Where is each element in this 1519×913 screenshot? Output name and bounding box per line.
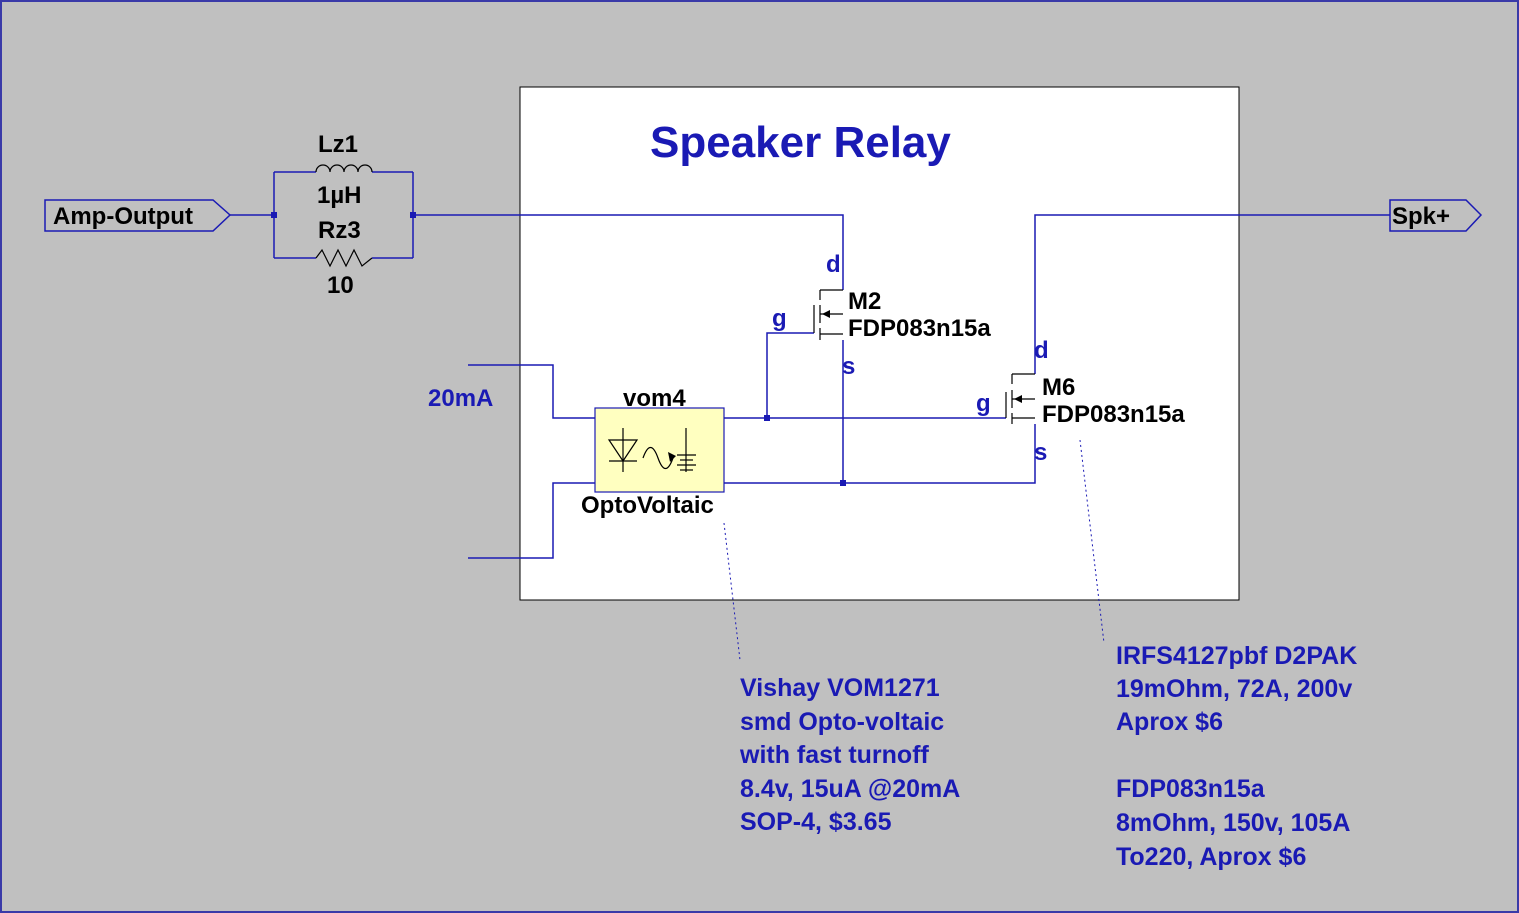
junction-dot (764, 415, 770, 421)
fet-note: IRFS4127pbf D2PAK 19mOhm, 72A, 200v Apro… (1116, 642, 1364, 871)
junction-dot (410, 212, 416, 218)
opto-note-line: smd Opto-voltaic (740, 708, 944, 736)
opto-note: Vishay VOM1271 smd Opto-voltaic with fas… (739, 674, 966, 836)
relay-box (519, 86, 1240, 601)
svg-text:Spk+: Spk+ (1392, 203, 1450, 230)
opto-note-line: 8.4v, 15uA @20mA (740, 775, 960, 803)
mosfet-m2-symbol[interactable] (813, 289, 843, 340)
speaker-output-port[interactable]: Spk+ (1389, 199, 1483, 232)
opto-note-line: with fast turnoff (739, 741, 930, 769)
fet-note-line: FDP083n15a (1116, 775, 1266, 803)
inductor-ref: Lz1 (318, 131, 358, 158)
mosfet-m6-model: FDP083n15a (1042, 401, 1185, 428)
fet-note-leader (1079, 439, 1105, 644)
opto-note-line: SOP-4, $3.65 (740, 808, 892, 836)
resistor-ref: Rz3 (318, 217, 361, 244)
mosfet-m6-symbol[interactable] (1005, 373, 1035, 424)
amp-output-port[interactable]: Amp-Output (44, 199, 232, 232)
mosfet-m6-gate-pin: g (976, 390, 991, 417)
inductor-symbol (315, 164, 373, 173)
mosfet-m2-gate-pin: g (772, 305, 787, 332)
fet-note-line: 19mOhm, 72A, 200v (1116, 675, 1352, 703)
drive-current-label: 20mA (428, 385, 493, 412)
opto-ref: vom4 (623, 385, 686, 412)
mosfet-m6-drain-pin: d (1034, 337, 1049, 364)
mosfet-m6-ref: M6 (1042, 374, 1075, 401)
resistor-value: 10 (327, 272, 354, 299)
mosfet-m2-source-pin: s (842, 353, 855, 380)
fet-note-line: Aprox $6 (1116, 708, 1223, 736)
opto-model: OptoVoltaic (581, 492, 714, 519)
mosfet-m2-model: FDP083n15a (848, 315, 991, 342)
fet-note-line: To220, Aprox $6 (1116, 843, 1306, 871)
mosfet-m6-source-pin: s (1034, 439, 1047, 466)
inductor-value: 1µH (317, 182, 362, 209)
mosfet-m2-ref: M2 (848, 288, 881, 315)
page-title: Speaker Relay (650, 118, 951, 167)
mosfet-m2-drain-pin: d (826, 251, 841, 278)
fet-note-line: 8mOhm, 150v, 105A (1116, 809, 1350, 837)
fet-note-line: IRFS4127pbf D2PAK (1116, 642, 1357, 670)
opto-voltaic-component[interactable] (594, 407, 725, 493)
opto-note-line: Vishay VOM1271 (740, 674, 940, 702)
svg-text:Amp-Output: Amp-Output (53, 203, 193, 230)
junction-dot (271, 212, 277, 218)
resistor-symbol (315, 248, 373, 268)
junction-dot (840, 480, 846, 486)
